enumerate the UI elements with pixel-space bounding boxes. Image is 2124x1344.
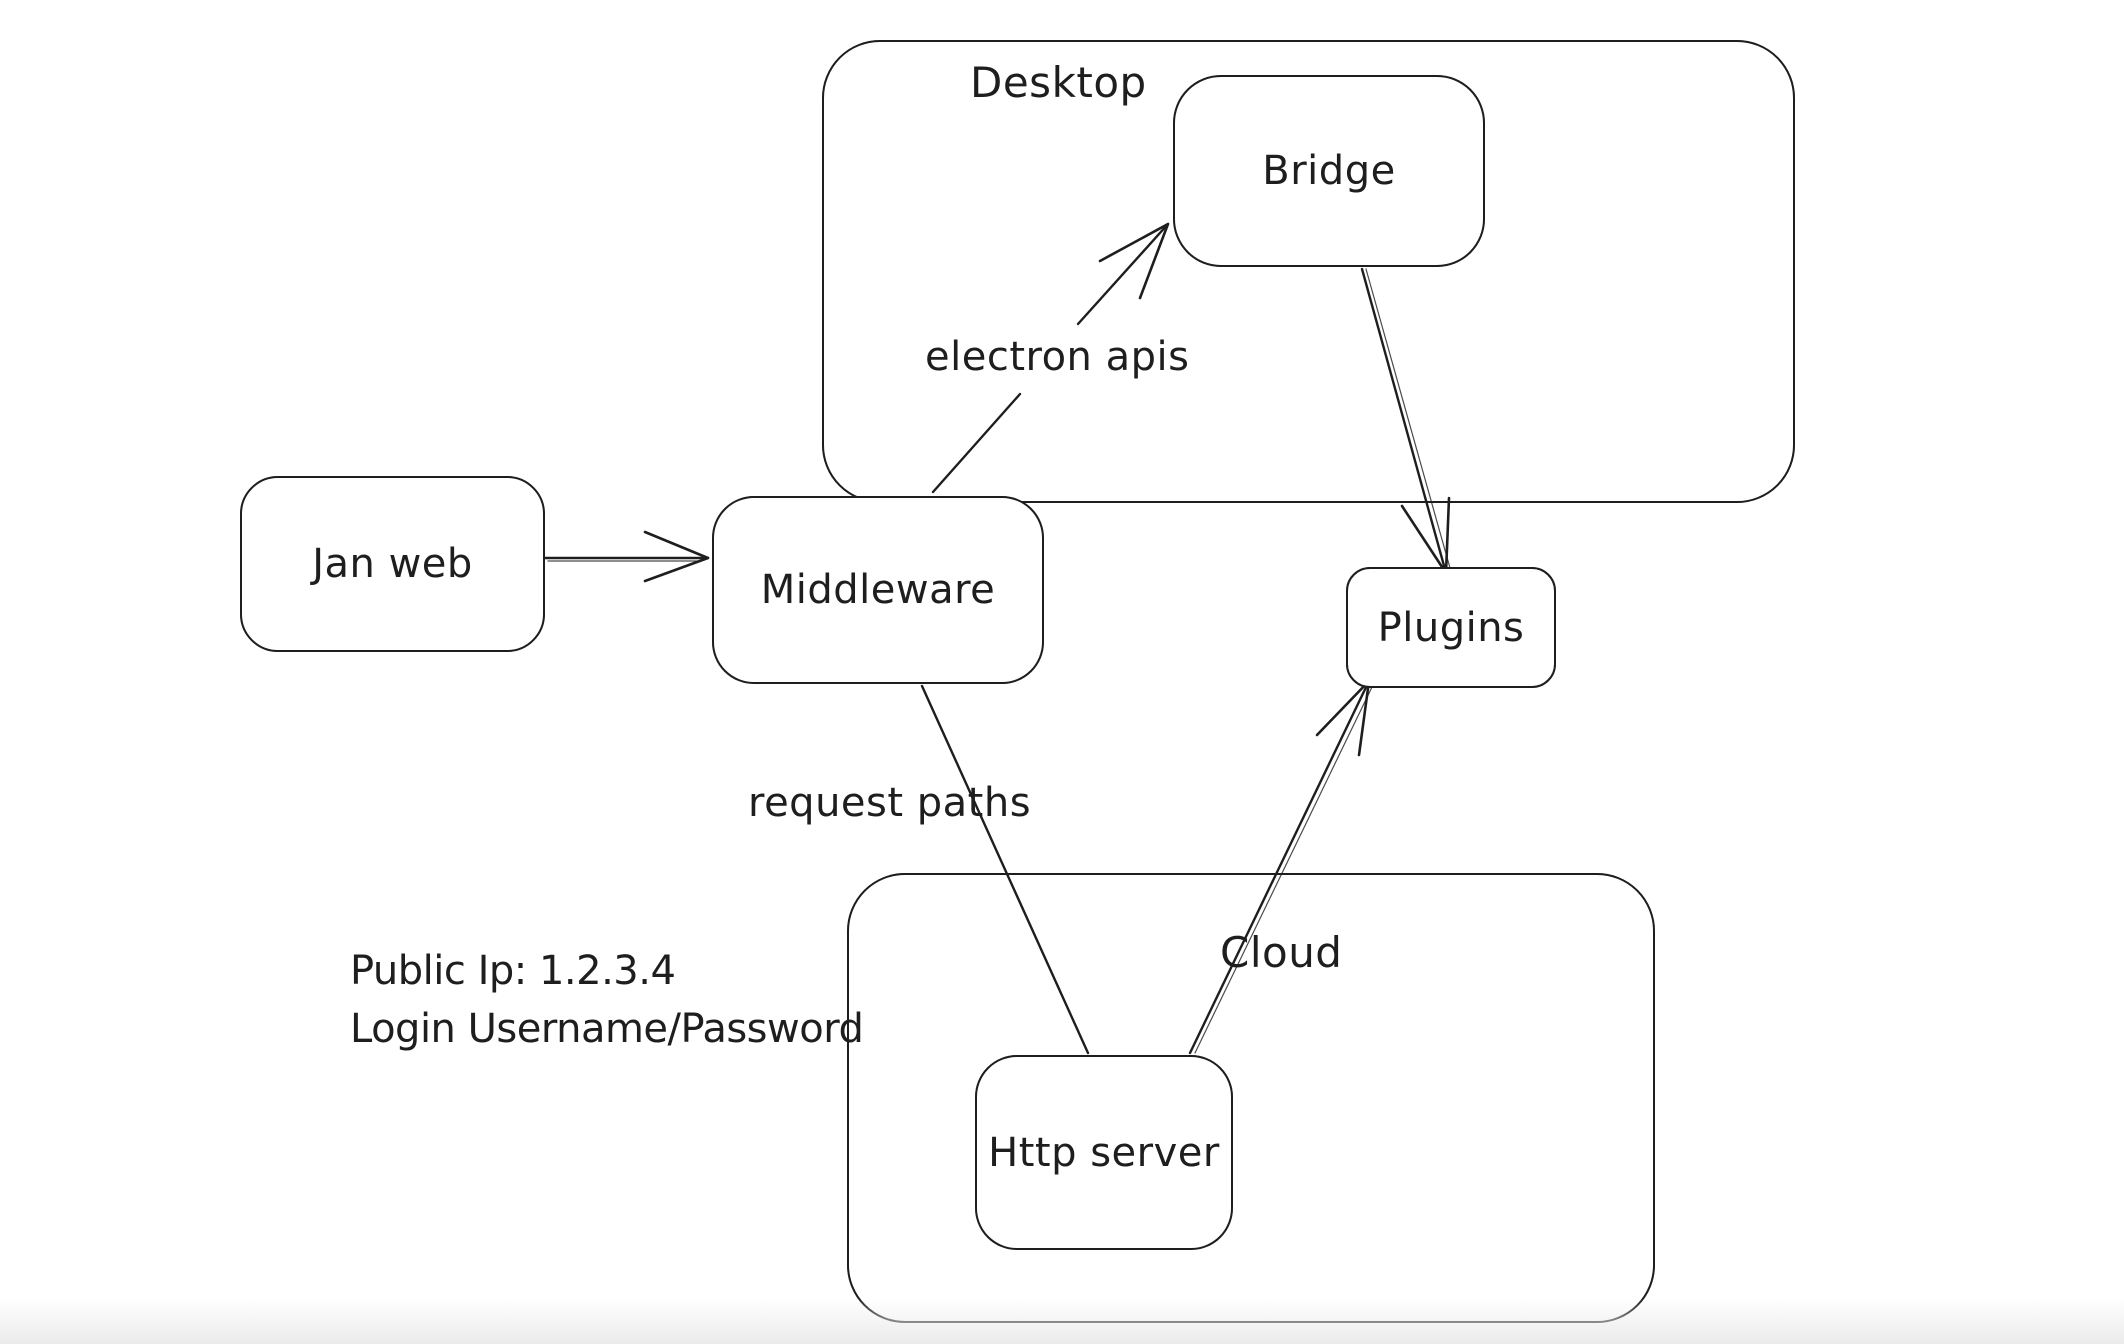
node-jan-web[interactable]: Jan web: [240, 476, 545, 652]
node-middleware[interactable]: Middleware: [712, 496, 1044, 684]
node-bridge-label: Bridge: [1262, 148, 1396, 194]
arrow-janweb-middleware[interactable]: [543, 530, 710, 583]
node-plugins-label: Plugins: [1377, 604, 1525, 651]
group-cloud[interactable]: Cloud: [847, 873, 1655, 1323]
node-bridge[interactable]: Bridge: [1173, 75, 1485, 267]
node-middleware-label: Middleware: [760, 567, 996, 613]
annotation-login: Login Username/Password: [350, 1006, 864, 1052]
arrow-middleware-bridge[interactable]: [931, 222, 1170, 494]
group-cloud-label: Cloud: [1220, 928, 1343, 977]
line-middleware-httpserver[interactable]: [920, 684, 1090, 1055]
edge-label-request-paths[interactable]: request paths: [748, 780, 1032, 826]
node-plugins[interactable]: Plugins: [1346, 567, 1556, 688]
edge-label-electron-apis[interactable]: electron apis: [925, 334, 1190, 380]
annotation-public-ip: Public Ip: 1.2.3.4: [350, 948, 676, 994]
node-http-server[interactable]: Http server: [975, 1055, 1233, 1250]
node-http-server-label: Http server: [988, 1129, 1220, 1176]
group-desktop-label: Desktop: [970, 58, 1147, 107]
node-jan-web-label: Jan web: [312, 541, 473, 587]
group-desktop[interactable]: Desktop: [822, 40, 1795, 503]
annotation-credentials[interactable]: Public Ip: 1.2.3.4 Login Username/Passwo…: [350, 942, 864, 1058]
